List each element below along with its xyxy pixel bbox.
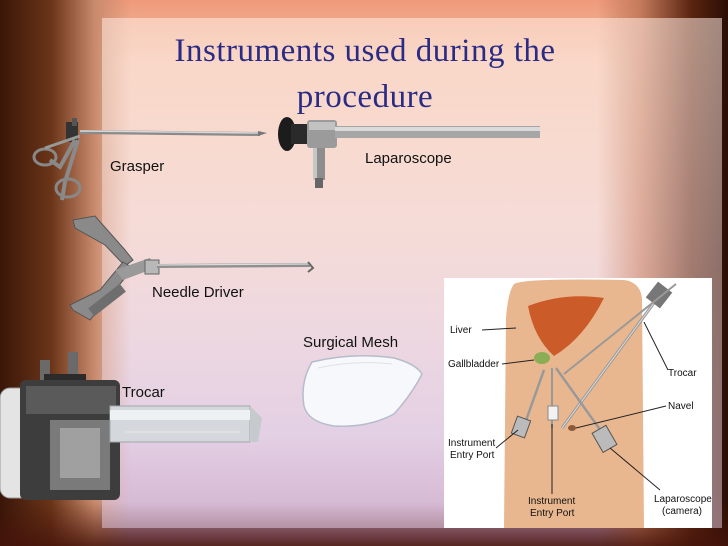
laparoscope-image	[278, 117, 540, 188]
diagram-label-trocar: Trocar	[668, 368, 697, 379]
grasper-label: Grasper	[110, 158, 165, 175]
laparoscopy-diagram: Liver Gallbladder Trocar Navel Instrumen…	[444, 278, 712, 528]
diagram-label-instrument-entry-bottom-2: Entry Port	[530, 508, 575, 519]
diagram-label-instrument-entry-left-2: Entry Port	[450, 450, 495, 461]
slide-title-line-2: procedure	[296, 79, 434, 115]
abdomen-shape	[504, 279, 644, 528]
surgical-mesh-label: Surgical Mesh	[303, 334, 399, 351]
trocar-image	[0, 352, 262, 500]
surgical-mesh-image	[302, 355, 423, 427]
diagram-label-laparoscope-2: (camera)	[662, 506, 702, 517]
liver-shape	[528, 296, 604, 356]
grasper-image	[32, 118, 267, 201]
laparoscope-label: Laparoscope	[365, 150, 452, 167]
diagram-label-liver: Liver	[450, 325, 472, 336]
slide-title-line-1: Instruments used during the	[174, 33, 556, 69]
trocar-label: Trocar	[122, 384, 165, 401]
diagram-label-instrument-entry-bottom-1: Instrument	[528, 496, 575, 507]
diagram-label-laparoscope-1: Laparoscope	[654, 494, 712, 505]
gallbladder-shape	[534, 352, 550, 364]
diagram-label-instrument-entry-left-1: Instrument	[448, 438, 495, 449]
navel-shape	[568, 425, 576, 431]
needle-driver-image	[69, 215, 315, 321]
diagram-label-gallbladder: Gallbladder	[448, 359, 500, 370]
diagram-label-navel: Navel	[668, 401, 694, 412]
needle-driver-label: Needle Driver	[152, 284, 244, 301]
